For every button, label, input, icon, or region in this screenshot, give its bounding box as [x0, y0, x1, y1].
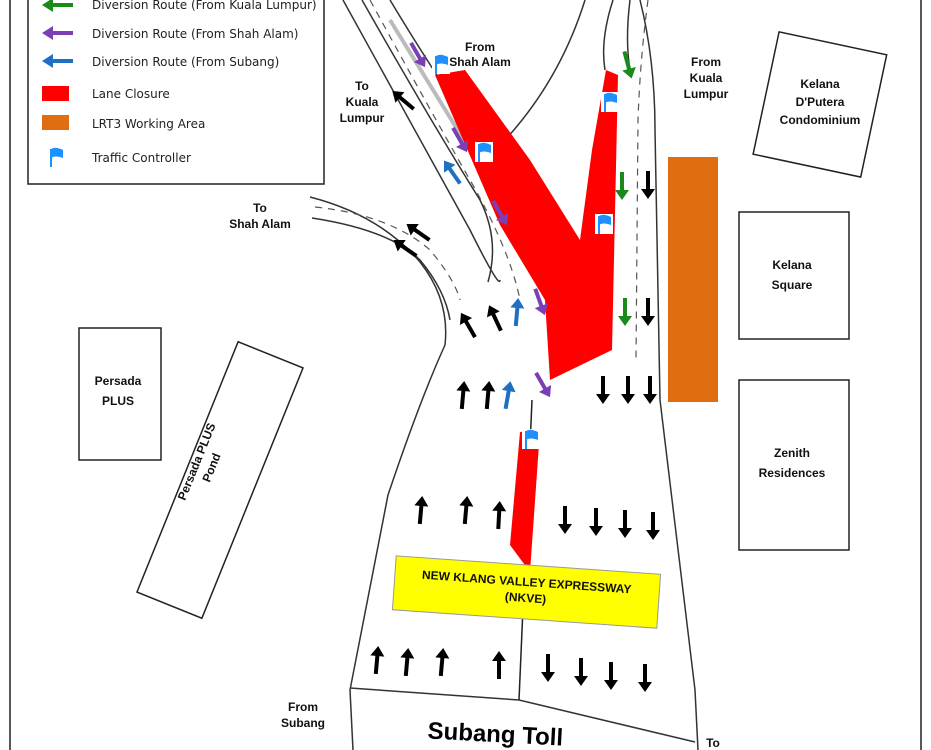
svg-text:Shah Alam: Shah Alam: [229, 217, 291, 231]
svg-text:To: To: [355, 79, 369, 93]
black-arrow-icon: [400, 648, 415, 677]
subang-toll-label: Subang Toll: [427, 717, 564, 750]
black-arrow-icon: [641, 298, 655, 326]
black-arrow-icon: [459, 312, 477, 339]
nkve-label: NEW KLANG VALLEY EXPRESSWAY (NKVE): [391, 555, 662, 629]
purple-diversion-arrow-icon: [491, 199, 509, 226]
lane-closure-south: [510, 430, 540, 572]
svg-text:PLUS: PLUS: [102, 394, 134, 408]
black-arrow-icon: [481, 381, 496, 410]
svg-text:Residences: Residences: [759, 466, 826, 480]
svg-text:From: From: [465, 40, 495, 54]
black-arrow-icon: [643, 376, 657, 404]
black-arrow-icon: [414, 496, 429, 525]
svg-text:Kelana: Kelana: [800, 77, 840, 91]
flag-icon: [595, 214, 613, 234]
traffic-controllers: [432, 54, 619, 449]
black-arrow-icon: [558, 506, 572, 534]
legend-label: Lane Closure: [92, 87, 170, 101]
legend-label: Diversion Route (From Kuala Lumpur): [92, 0, 317, 12]
legend-label: Diversion Route (From Subang): [92, 55, 279, 69]
svg-text:From: From: [691, 55, 721, 69]
svg-text:Kelana: Kelana: [772, 258, 812, 272]
black-arrow-icon: [646, 512, 660, 540]
blue-arrow-icon: [42, 54, 73, 68]
black-arrow-icon: [541, 654, 555, 682]
purple-diversion-arrow-icon: [451, 126, 469, 153]
svg-text:Kuala: Kuala: [346, 95, 379, 109]
black-arrow-icon: [492, 501, 507, 530]
green-diversion-arrow-icon: [622, 50, 636, 79]
legend-label: LRT3 Working Area: [92, 117, 205, 131]
black-arrow-icon: [492, 651, 506, 679]
svg-text:From: From: [288, 700, 318, 714]
black-arrow-icon: [406, 223, 431, 242]
black-arrow-icon: [638, 664, 652, 692]
svg-text:D'Putera: D'Putera: [796, 95, 845, 109]
black-arrow-icon: [574, 658, 588, 686]
black-arrow-icon: [596, 376, 610, 404]
flag-icon: [432, 54, 450, 74]
lrt3-working-area: [668, 157, 718, 402]
black-arrow-icon: [641, 171, 655, 199]
flag-icon: [47, 147, 65, 167]
green-diversion-arrow-icon: [618, 298, 632, 326]
black-arrow-icon: [456, 381, 471, 410]
green-arrow-icon: [42, 0, 73, 12]
flag-icon: [475, 142, 493, 162]
purple-diversion-arrow-icon: [533, 288, 548, 316]
black-arrow-icon: [435, 648, 450, 677]
blue-diversion-arrow-icon: [443, 160, 462, 185]
traffic-arrows: [370, 41, 660, 692]
svg-text:Kuala: Kuala: [690, 71, 723, 85]
legend: Diversion Route (From Kuala Lumpur) Dive…: [27, 0, 325, 185]
building-kelana-square: Kelana Square: [738, 211, 850, 340]
persada-plus-pond: Persada PLUS Pond: [136, 340, 304, 620]
lane-closure-swatch: [42, 86, 69, 101]
svg-text:Lumpur: Lumpur: [684, 87, 729, 101]
svg-text:Persada: Persada: [95, 374, 142, 388]
svg-text:To: To: [706, 736, 720, 750]
black-arrow-icon: [604, 662, 618, 690]
svg-text:Square: Square: [772, 278, 813, 292]
legend-label: Traffic Controller: [91, 151, 191, 165]
black-arrow-icon: [459, 496, 474, 525]
purple-diversion-arrow-icon: [409, 41, 427, 68]
green-diversion-arrow-icon: [615, 172, 629, 200]
black-arrow-icon: [370, 646, 385, 675]
svg-text:Shah Alam: Shah Alam: [449, 55, 511, 69]
building-zenith-residences: Zenith Residences: [738, 379, 850, 551]
building-kelana-dputera: Kelana D'Putera Condominium: [752, 31, 888, 178]
black-arrow-icon: [393, 239, 418, 258]
legend-label: Diversion Route (From Shah Alam): [92, 27, 298, 41]
svg-text:Subang: Subang: [281, 716, 325, 730]
roads: [309, 0, 699, 750]
black-arrow-icon: [486, 305, 503, 332]
black-arrow-icon: [621, 376, 635, 404]
black-arrow-icon: [392, 91, 416, 111]
blue-diversion-arrow-icon: [510, 298, 525, 327]
black-arrow-icon: [618, 510, 632, 538]
lrt3-swatch: [42, 115, 69, 130]
svg-text:(NKVE): (NKVE): [504, 590, 546, 607]
purple-diversion-arrow-icon: [534, 371, 552, 398]
flag-icon: [522, 429, 540, 449]
svg-text:Lumpur: Lumpur: [340, 111, 385, 125]
svg-text:Zenith: Zenith: [774, 446, 810, 460]
blue-diversion-arrow-icon: [501, 381, 516, 410]
building-persada-plus: Persada PLUS: [78, 327, 162, 461]
flag-icon: [601, 92, 619, 112]
svg-text:To: To: [253, 201, 267, 215]
black-arrow-icon: [589, 508, 603, 536]
svg-text:Condominium: Condominium: [780, 113, 861, 127]
place-labels: From Shah Alam To Kuala Lumpur From Kual…: [229, 40, 728, 750]
purple-arrow-icon: [42, 26, 73, 40]
lane-closure-main: [435, 70, 618, 380]
